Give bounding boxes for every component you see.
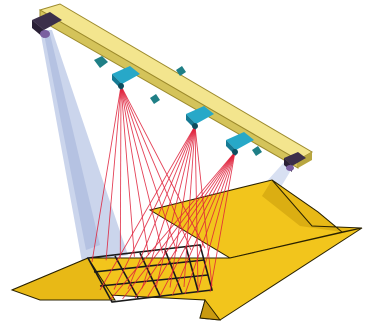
camera-lens xyxy=(232,149,238,155)
projector-lens xyxy=(286,165,294,171)
clamp-icon xyxy=(150,94,160,104)
laser-beam xyxy=(120,86,121,259)
clamp-icon xyxy=(252,146,262,156)
camera-lens xyxy=(118,83,124,89)
left-light-cone-shade xyxy=(44,34,100,250)
laser-beam xyxy=(121,86,177,252)
projector-lens xyxy=(40,30,50,38)
camera-lens xyxy=(192,123,198,129)
